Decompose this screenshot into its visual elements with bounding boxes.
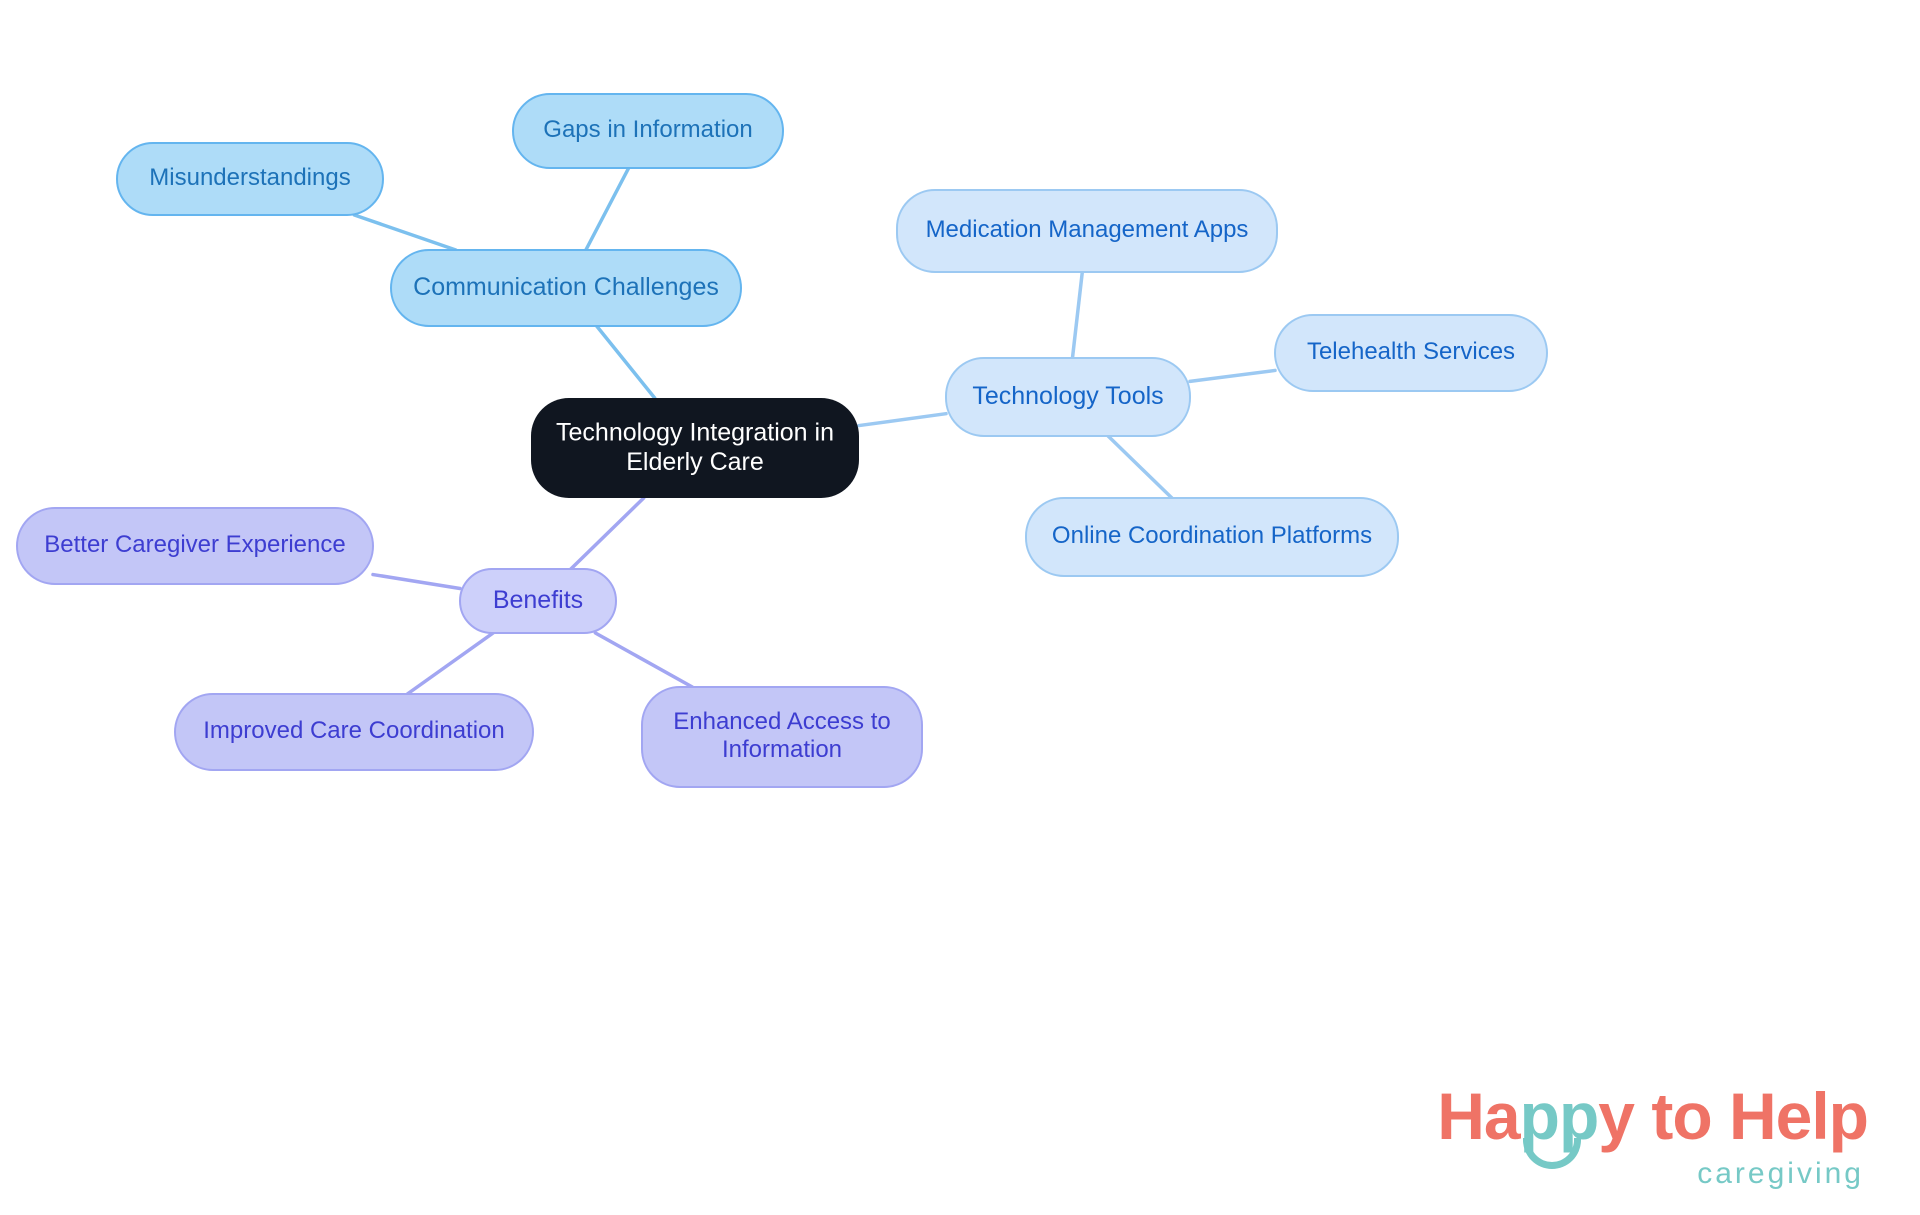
brand-text-ha: Ha bbox=[1437, 1079, 1520, 1153]
node-label-line: Telehealth Services bbox=[1307, 338, 1515, 365]
node-label-gaps-in-information: Gaps in Information bbox=[543, 116, 752, 143]
mindmap-node-improved-care-coordination[interactable]: Improved Care Coordination bbox=[174, 693, 534, 771]
node-shape-communication-challenges[interactable] bbox=[390, 249, 742, 327]
connector-line bbox=[569, 496, 646, 571]
node-shape-telehealth-services[interactable] bbox=[1274, 314, 1548, 392]
mindmap-node-communication-challenges[interactable]: Communication Challenges bbox=[390, 249, 742, 327]
node-label-improved-care-coordination: Improved Care Coordination bbox=[203, 717, 505, 744]
connector-line bbox=[857, 411, 948, 428]
mindmap-nodes: Misunderstandings Gaps in InformationComm… bbox=[16, 93, 1548, 788]
node-label-line: Information bbox=[722, 737, 842, 764]
node-shape-misunderstandings[interactable] bbox=[116, 142, 384, 216]
node-label-line: Improved Care Coordination bbox=[203, 717, 505, 744]
node-label-line: Misunderstandings bbox=[149, 164, 350, 191]
node-label-telehealth-services: Telehealth Services bbox=[1307, 338, 1515, 365]
happy-to-help-logo: Happy to Help caregiving bbox=[1437, 1083, 1869, 1191]
node-label-line: Better Caregiver Experience bbox=[44, 531, 345, 558]
node-label-misunderstandings: Misunderstandings bbox=[149, 164, 350, 191]
node-label-line: Enhanced Access to bbox=[673, 708, 890, 735]
brand-text-to: to bbox=[1634, 1079, 1729, 1153]
connector-line bbox=[584, 166, 631, 252]
connector-line bbox=[1106, 434, 1174, 500]
mindmap-node-benefits[interactable]: Benefits bbox=[459, 568, 617, 634]
node-label-benefits: Benefits bbox=[493, 586, 583, 614]
mindmap-node-online-coordination-platforms[interactable]: Online Coordination Platforms bbox=[1025, 497, 1399, 577]
node-label-line: Benefits bbox=[493, 586, 583, 614]
brand-tagline: caregiving bbox=[1697, 1157, 1864, 1190]
node-shape-medication-management-apps[interactable] bbox=[896, 189, 1278, 273]
mindmap-node-gaps-in-information[interactable]: Gaps in Information bbox=[512, 93, 784, 169]
connector-line bbox=[593, 631, 695, 689]
node-label-technology-tools: Technology Tools bbox=[972, 382, 1163, 410]
node-label-line: Technology Tools bbox=[972, 382, 1163, 410]
mindmap-node-misunderstandings[interactable]: Misunderstandings bbox=[116, 142, 384, 216]
node-label-better-caregiver-experience: Better Caregiver Experience bbox=[44, 531, 345, 558]
node-label-line: Online Coordination Platforms bbox=[1052, 522, 1372, 549]
connector-lines bbox=[352, 166, 1277, 696]
node-label-line: Communication Challenges bbox=[413, 273, 719, 301]
brand-text-y: y bbox=[1598, 1079, 1635, 1153]
node-shape-root[interactable] bbox=[531, 398, 859, 498]
node-label-online-coordination-platforms: Online Coordination Platforms bbox=[1052, 522, 1372, 549]
connector-line bbox=[1188, 368, 1277, 384]
node-label-line: Elderly Care bbox=[626, 447, 764, 475]
node-label-line: Technology Integration in bbox=[556, 418, 834, 446]
mindmap-node-telehealth-services[interactable]: Telehealth Services bbox=[1274, 314, 1548, 392]
mindmap-node-medication-management-apps[interactable]: Medication Management Apps bbox=[896, 189, 1278, 273]
brand-wordmark: Happy to Help bbox=[1437, 1083, 1869, 1169]
node-shape-gaps-in-information[interactable] bbox=[512, 93, 784, 169]
node-label-line: Medication Management Apps bbox=[926, 216, 1249, 243]
node-shape-improved-care-coordination[interactable] bbox=[174, 693, 534, 771]
node-label-communication-challenges: Communication Challenges bbox=[413, 273, 719, 301]
node-shape-online-coordination-platforms[interactable] bbox=[1025, 497, 1399, 577]
connector-line bbox=[1070, 270, 1085, 360]
node-label-medication-management-apps: Medication Management Apps bbox=[926, 216, 1249, 243]
node-shape-benefits[interactable] bbox=[459, 568, 617, 634]
mindmap-node-better-caregiver-experience[interactable]: Better Caregiver Experience bbox=[16, 507, 374, 585]
node-shape-technology-tools[interactable] bbox=[945, 357, 1191, 437]
node-shape-enhanced-access-to-information[interactable] bbox=[641, 686, 923, 788]
brand-text-help: Help bbox=[1728, 1079, 1869, 1153]
mindmap-node-technology-tools[interactable]: Technology Tools bbox=[945, 357, 1191, 437]
connector-line bbox=[352, 213, 458, 252]
connector-line bbox=[405, 631, 495, 696]
node-shape-better-caregiver-experience[interactable] bbox=[16, 507, 374, 585]
connector-line bbox=[371, 572, 462, 591]
node-label-line: Gaps in Information bbox=[543, 116, 752, 143]
connector-line bbox=[594, 324, 657, 400]
